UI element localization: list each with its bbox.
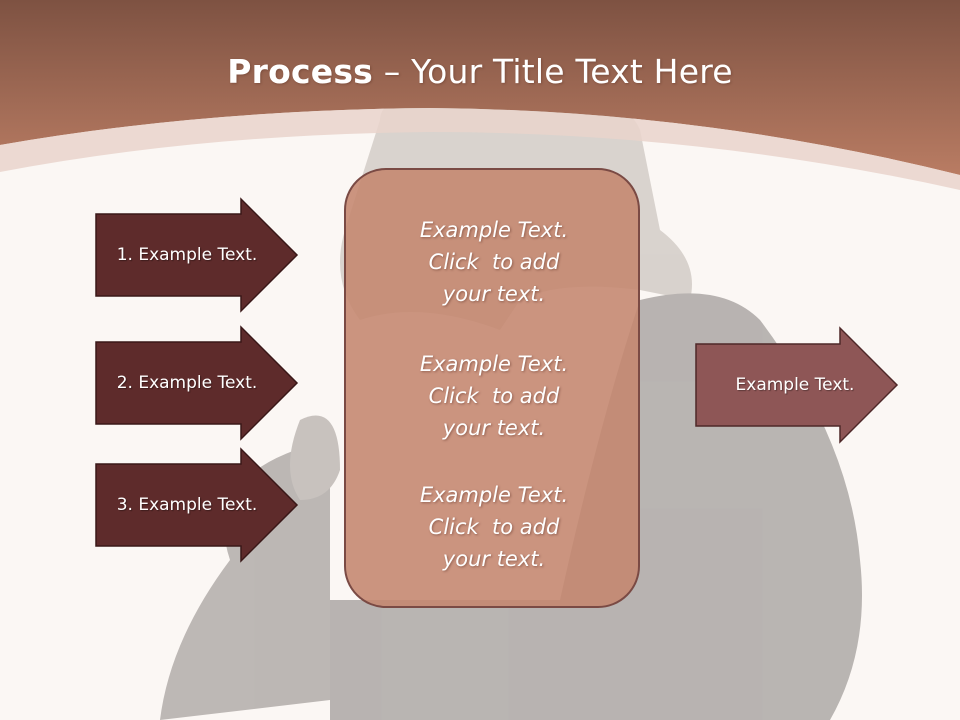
- step-1-label: 1. Example Text.: [116, 245, 258, 265]
- center-text-box[interactable]: Example Text. Click to add your text. Ex…: [344, 168, 640, 608]
- arrow-shape-result: [695, 326, 899, 444]
- block-2-line-1: Example Text.: [419, 352, 569, 376]
- center-text-block-2: Example Text. Click to add your text.: [346, 348, 642, 444]
- title-bold: Process: [227, 52, 374, 91]
- center-text-block-3: Example Text. Click to add your text.: [346, 479, 642, 575]
- process-step-2-arrow[interactable]: 2. Example Text.: [95, 325, 299, 441]
- block-3-line-3: your text.: [442, 547, 546, 571]
- block-3-line-1: Example Text.: [419, 483, 569, 507]
- process-step-3-arrow[interactable]: 3. Example Text.: [95, 447, 299, 563]
- step-3-label: 3. Example Text.: [116, 495, 258, 515]
- title-rest: – Your Title Text Here: [373, 52, 733, 91]
- center-text-block-1: Example Text. Click to add your text.: [346, 214, 642, 310]
- block-2-line-2: Click to add: [428, 384, 560, 408]
- slide-title: Process – Your Title Text Here: [0, 52, 960, 91]
- arrow-shape-1: [95, 197, 299, 313]
- block-2-line-3: your text.: [442, 416, 546, 440]
- block-1-line-1: Example Text.: [419, 218, 569, 242]
- block-1-line-3: your text.: [442, 282, 546, 306]
- result-arrow[interactable]: Example Text.: [695, 326, 899, 444]
- arrow-shape-2: [95, 325, 299, 441]
- process-step-1-arrow[interactable]: 1. Example Text.: [95, 197, 299, 313]
- step-2-label: 2. Example Text.: [116, 373, 258, 393]
- result-label: Example Text.: [735, 375, 855, 395]
- block-3-line-2: Click to add: [428, 515, 560, 539]
- arrow-shape-3: [95, 447, 299, 563]
- block-1-line-2: Click to add: [428, 250, 560, 274]
